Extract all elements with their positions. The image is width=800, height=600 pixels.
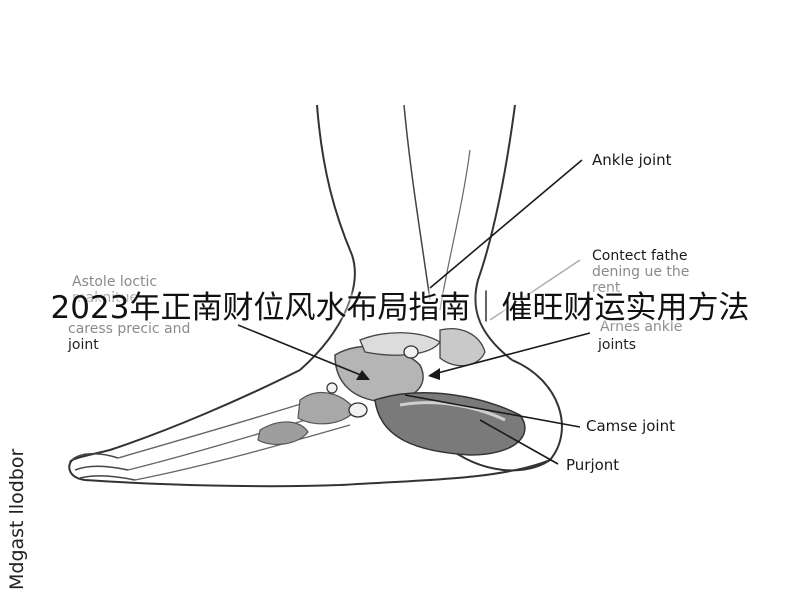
leader-contact — [489, 259, 581, 321]
leg-outline-front — [299, 104, 356, 371]
label-arnes-line1: Arnes ankle — [600, 319, 683, 335]
sole-outline — [68, 459, 551, 488]
overlay-title: 2023年正南财位风水布局指南｜催旺财运实用方法 — [50, 290, 750, 326]
cuneiform-bone — [257, 421, 309, 446]
label-arnes-line2: joints — [598, 337, 637, 353]
label-ankle-joint: Ankle joint — [592, 151, 672, 169]
metatarsal-3 — [134, 424, 351, 481]
malleolus-oval — [403, 345, 419, 359]
sesamoid-bone — [348, 402, 368, 418]
leader-purjont — [479, 419, 559, 465]
arrow-astole — [356, 370, 370, 380]
label-contact-line1: Contect fathe — [592, 248, 688, 264]
fibula-end — [439, 328, 486, 367]
side-watermark-text: Mdgast llodbor — [6, 448, 28, 590]
arrow-arnes — [428, 368, 440, 380]
leader-astole — [237, 324, 369, 379]
label-camse-joint: Camse joint — [586, 417, 675, 435]
label-astole-line2: maknitue — [72, 290, 139, 306]
label-astole-line4: joint — [68, 337, 99, 353]
navicular-bone — [297, 391, 356, 425]
tibia-line — [403, 104, 431, 301]
label-purjont: Purjont — [566, 456, 620, 474]
calcaneus-bone — [374, 392, 526, 456]
label-astole-line1: Astole loctic — [72, 274, 158, 290]
toe-2 — [74, 465, 129, 471]
toe-1 — [71, 453, 119, 461]
leader-camse — [404, 394, 581, 428]
leg-outline-back — [474, 104, 516, 361]
small-oval — [326, 382, 338, 394]
tibia-end — [359, 332, 441, 356]
label-astole-line3: caress precic and — [68, 321, 191, 337]
tibia-line-2 — [439, 149, 471, 311]
label-contact-line3: rent — [592, 280, 621, 296]
label-contact-line2: dening ue the — [592, 264, 690, 280]
toe-3 — [79, 475, 136, 481]
leader-arnes — [429, 332, 591, 376]
leader-ankle — [429, 159, 583, 289]
foot-top-outline — [69, 369, 301, 463]
